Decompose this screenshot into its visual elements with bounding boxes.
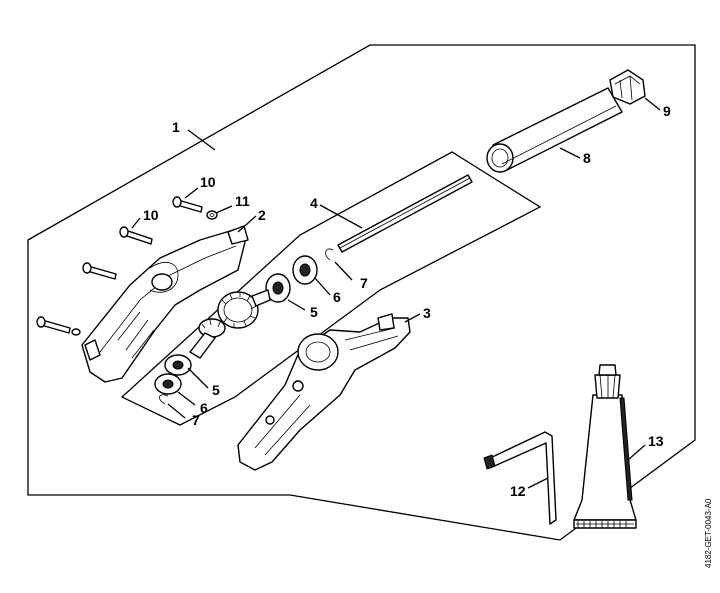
bevel-gear-large bbox=[217, 289, 271, 329]
ball-bearing-part-6-b bbox=[154, 373, 182, 395]
callout-9: 9 bbox=[663, 103, 671, 119]
screw-part-10-a bbox=[172, 196, 203, 213]
callout-3: 3 bbox=[423, 305, 431, 321]
callout-11: 11 bbox=[235, 193, 250, 209]
bearing-part-5-a bbox=[265, 273, 291, 303]
housing-half-part-3 bbox=[237, 313, 411, 471]
grease-tube-part-13 bbox=[573, 364, 637, 529]
callout-2: 2 bbox=[258, 207, 266, 223]
hex-key-part-12 bbox=[483, 431, 557, 525]
bevel-gear-small bbox=[189, 318, 226, 359]
drive-shaft-part-4 bbox=[337, 174, 473, 253]
leader-lines bbox=[131, 97, 661, 489]
callout-8: 8 bbox=[583, 150, 591, 166]
callout-12: 12 bbox=[510, 483, 526, 499]
document-id: 4182-GET-0043-A0 bbox=[704, 498, 713, 568]
callout-1: 1 bbox=[172, 119, 180, 135]
callout-10-upper: 10 bbox=[200, 174, 216, 190]
callout-6-upper: 6 bbox=[333, 289, 341, 305]
callout-7-lower: 7 bbox=[192, 412, 200, 428]
callout-5-upper: 5 bbox=[310, 304, 318, 320]
callout-13: 13 bbox=[648, 433, 664, 449]
callout-7-upper: 7 bbox=[360, 275, 368, 291]
callout-10-lower: 10 bbox=[143, 207, 159, 223]
bearing-part-5-b bbox=[164, 354, 192, 376]
callout-6-lower: 6 bbox=[200, 400, 208, 416]
subassembly-boundary-outline bbox=[120, 151, 542, 426]
screw-part-10-c bbox=[82, 262, 117, 280]
callout-5-lower: 5 bbox=[212, 382, 220, 398]
ball-bearing-part-6-a bbox=[292, 255, 318, 285]
tube-part-8 bbox=[486, 87, 623, 173]
screw-part-10-d bbox=[36, 316, 81, 336]
washer-part-11 bbox=[206, 210, 218, 220]
screw-part-10-b bbox=[119, 226, 153, 245]
circlip-part-7-a bbox=[325, 248, 334, 261]
housing-half-part-2 bbox=[81, 225, 249, 383]
circlip-part-7-b bbox=[159, 394, 169, 405]
callout-labels: 1 2 3 4 5 5 6 6 7 7 8 9 10 10 11 12 13 bbox=[143, 103, 671, 499]
coupling-sleeve-part-9 bbox=[609, 69, 646, 105]
callout-4: 4 bbox=[310, 195, 318, 211]
